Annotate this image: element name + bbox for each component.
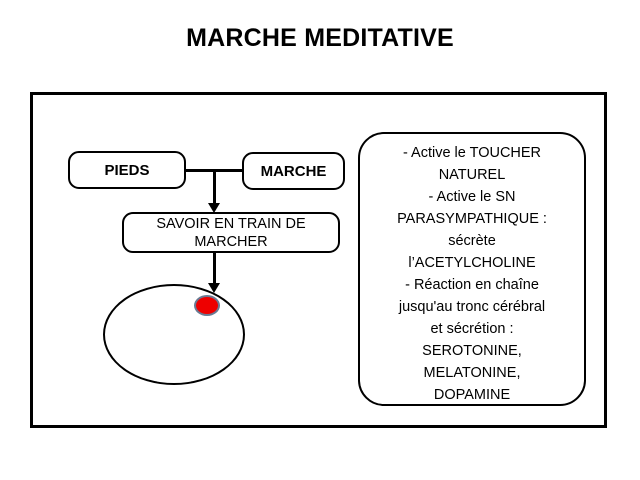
connector-savoir-to-head-stem (213, 253, 216, 285)
info-panel-line: l’ACETYLCHOLINE (408, 255, 536, 271)
info-panel-line: jusqu'au tronc cérébral (398, 299, 546, 315)
connector-to-savoir-stem (213, 169, 216, 205)
info-panel-line: - Réaction en chaîne (405, 277, 539, 293)
red-dot-icon (194, 295, 220, 316)
head-ellipse (103, 284, 245, 385)
flow-box-savoir-label: SAVOIR EN TRAIN DE MARCHER (156, 215, 306, 250)
info-panel-line: - Active le TOUCHER (402, 145, 542, 161)
info-panel-line: DOPAMINE (433, 387, 511, 403)
arrow-head-icon (208, 283, 220, 293)
info-panel-line: SEROTONINE, (422, 343, 522, 359)
info-panel-line: MELATONINE, (423, 365, 521, 381)
flow-box-savoir-en-train-de-marcher[interactable]: SAVOIR EN TRAIN DE MARCHER (122, 212, 340, 253)
flow-box-marche[interactable]: MARCHE (242, 152, 345, 190)
flow-box-pieds-label: PIEDS (104, 161, 150, 179)
info-panel-line: et sécrétion : (430, 321, 514, 337)
info-panel-line: PARASYMPATHIQUE : (397, 211, 547, 227)
page-title: MARCHE MEDITATIVE (186, 24, 454, 52)
arrow-head-icon (208, 203, 220, 213)
flow-box-pieds[interactable]: PIEDS (68, 151, 186, 189)
info-panel: - Active le TOUCHER NATUREL - Active le SN… (358, 132, 586, 406)
info-panel-text: - Active le TOUCHER NATUREL - Active le SN… (366, 142, 578, 406)
info-panel-line: sécrète (448, 233, 496, 249)
info-panel-line: - Active le SN (428, 189, 516, 205)
info-panel-line: NATUREL (438, 167, 506, 183)
flow-box-marche-label: MARCHE (260, 162, 327, 180)
